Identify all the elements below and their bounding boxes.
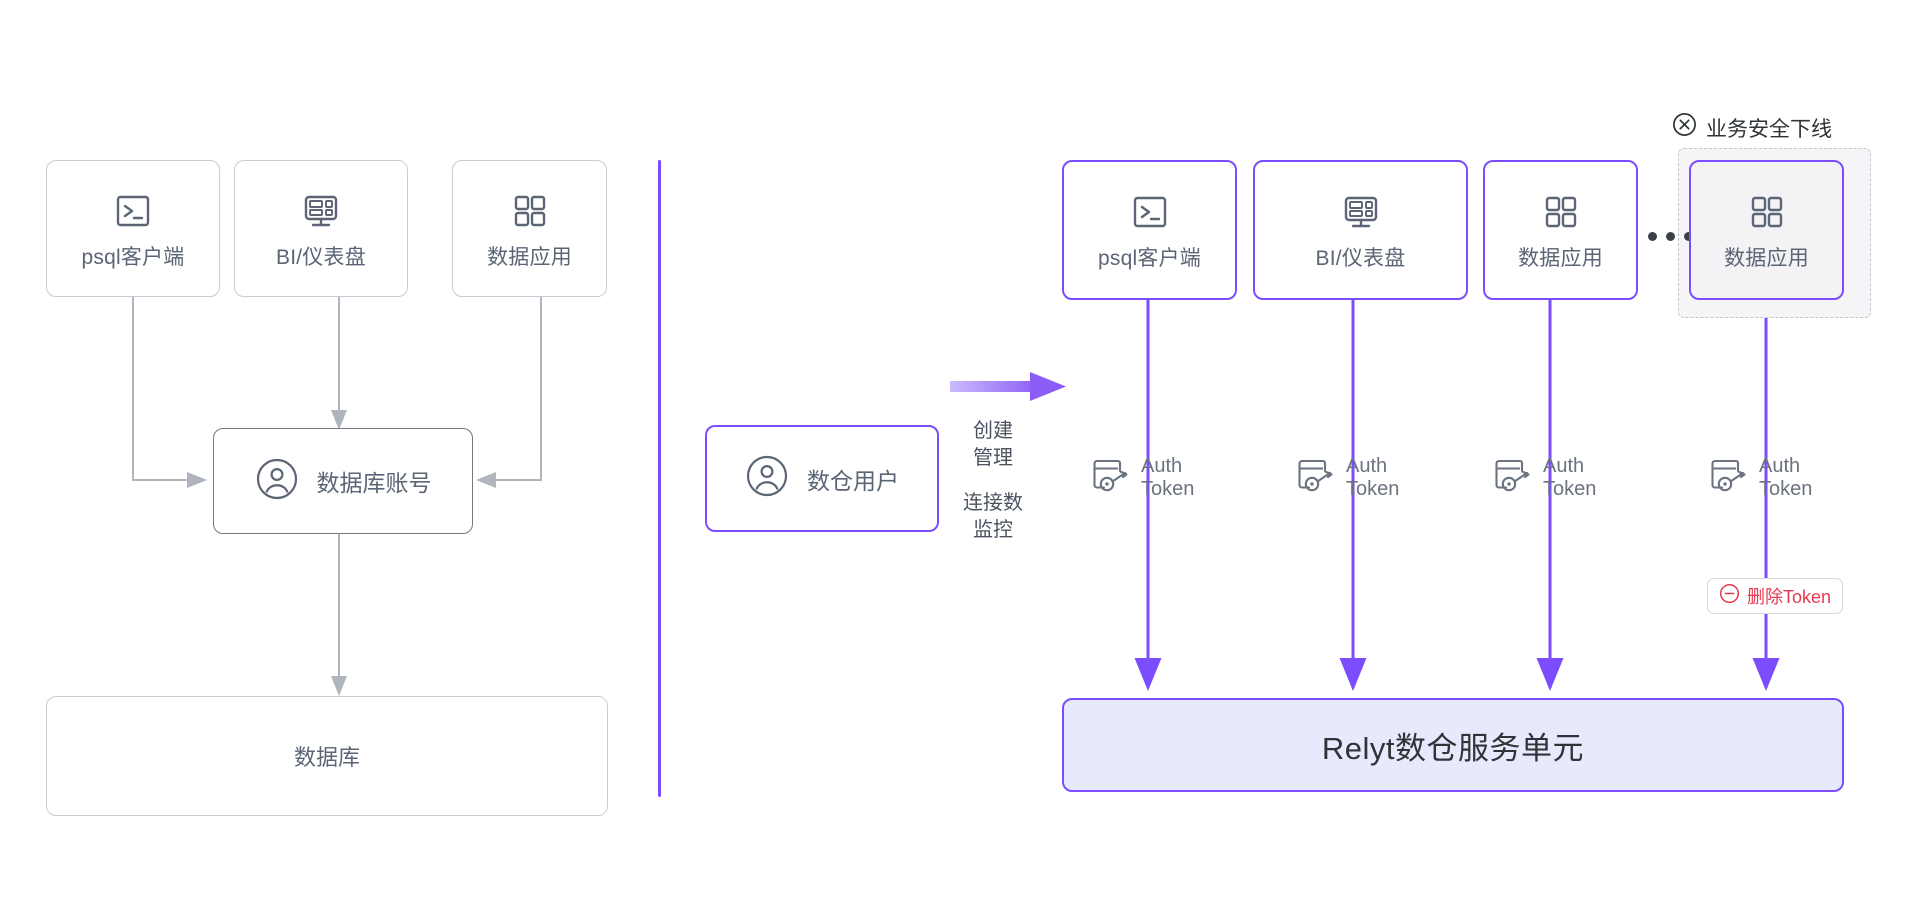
database-account-label: 数据库账号: [316, 470, 432, 496]
database-label: 数据库: [293, 745, 360, 770]
auth-token-line2: Token: [1543, 478, 1597, 500]
token-key-icon: [1297, 458, 1339, 499]
auth-token-line1: Auth: [1141, 455, 1183, 477]
arrow-label-create-line2: 管理: [973, 447, 1013, 469]
terminal-icon: [112, 190, 154, 237]
token-key-icon: [1092, 458, 1134, 499]
circle-x-icon: [1672, 112, 1697, 143]
auth-token-line2: Token: [1759, 478, 1813, 500]
arrow-label-monitor-line1: 连接数: [963, 492, 1023, 514]
panel-divider: [658, 160, 661, 797]
right-client-label-bi: BI/仪表盘: [1315, 247, 1406, 270]
auth-token-group-1: Auth Token: [1092, 455, 1194, 501]
auth-token-group-3: Auth Token: [1494, 455, 1596, 501]
offline-annotation-label: 业务安全下线: [1706, 117, 1832, 141]
arrow-label-create: 创建 管理: [948, 418, 1038, 472]
auth-token-group-4: Auth Token: [1710, 455, 1812, 501]
token-key-icon: [1494, 458, 1536, 499]
auth-token-line1: Auth: [1759, 455, 1801, 477]
right-client-label-psql: psql客户端: [1098, 247, 1201, 270]
auth-token-label-2: Auth Token: [1346, 455, 1399, 501]
auth-token-line2: Token: [1141, 478, 1195, 500]
auth-token-group-2: Auth Token: [1297, 455, 1399, 501]
dashboard-icon: [1340, 191, 1382, 238]
left-client-card-psql[interactable]: psql客户端: [46, 160, 220, 297]
right-client-label-dataapp-1: 数据应用: [1518, 247, 1603, 270]
auth-token-label-4: Auth Token: [1759, 455, 1812, 501]
dashboard-icon: [300, 190, 342, 237]
ellipsis-dot-2: [1666, 232, 1675, 241]
auth-token-line2: Token: [1346, 478, 1400, 500]
user-circle-icon: [255, 457, 299, 506]
ellipsis-dot-1: [1648, 232, 1657, 241]
delete-token-label: 删除Token: [1747, 587, 1832, 607]
auth-token-line1: Auth: [1543, 455, 1585, 477]
user-circle-icon: [745, 454, 789, 503]
ellipsis-dot-3: [1684, 232, 1693, 241]
left-client-label-bi: BI/仪表盘: [276, 245, 366, 269]
database-account-box[interactable]: 数据库账号: [213, 428, 473, 534]
right-client-card-dataapp-2[interactable]: 数据应用: [1689, 160, 1844, 300]
relyt-service-unit-box[interactable]: Relyt数仓服务单元: [1062, 698, 1844, 792]
relyt-service-unit-label: Relyt数仓服务单元: [1321, 730, 1585, 766]
arrow-label-monitor: 连接数 监控: [948, 490, 1038, 544]
arrow-label-create-line1: 创建: [973, 420, 1013, 442]
database-box[interactable]: 数据库: [46, 696, 608, 816]
arrow-label-monitor-line2: 监控: [973, 519, 1013, 541]
left-client-label-dataapp: 数据应用: [487, 245, 572, 269]
delete-token-badge[interactable]: 删除Token: [1707, 578, 1844, 614]
token-key-icon: [1710, 458, 1752, 499]
circle-minus-icon: [1719, 583, 1740, 609]
offline-annotation[interactable]: 业务安全下线: [1672, 112, 1832, 143]
grid-apps-icon: [1540, 191, 1582, 238]
right-client-card-psql[interactable]: psql客户端: [1062, 160, 1237, 300]
grid-apps-icon: [509, 190, 551, 237]
auth-token-line1: Auth: [1346, 455, 1388, 477]
left-client-card-bi[interactable]: BI/仪表盘: [234, 160, 408, 297]
terminal-icon: [1129, 191, 1171, 238]
grid-apps-icon: [1746, 191, 1788, 238]
right-client-card-dataapp-1[interactable]: 数据应用: [1483, 160, 1638, 300]
warehouse-user-label: 数仓用户: [807, 467, 899, 494]
right-client-label-dataapp-2: 数据应用: [1724, 247, 1809, 270]
left-client-label-psql: psql客户端: [81, 245, 185, 269]
auth-token-label-3: Auth Token: [1543, 455, 1596, 501]
left-client-card-dataapp[interactable]: 数据应用: [452, 160, 607, 297]
right-client-card-bi[interactable]: BI/仪表盘: [1253, 160, 1468, 300]
auth-token-label-1: Auth Token: [1141, 455, 1194, 501]
warehouse-user-box[interactable]: 数仓用户: [705, 425, 939, 532]
ellipsis-dots: [1648, 232, 1693, 241]
